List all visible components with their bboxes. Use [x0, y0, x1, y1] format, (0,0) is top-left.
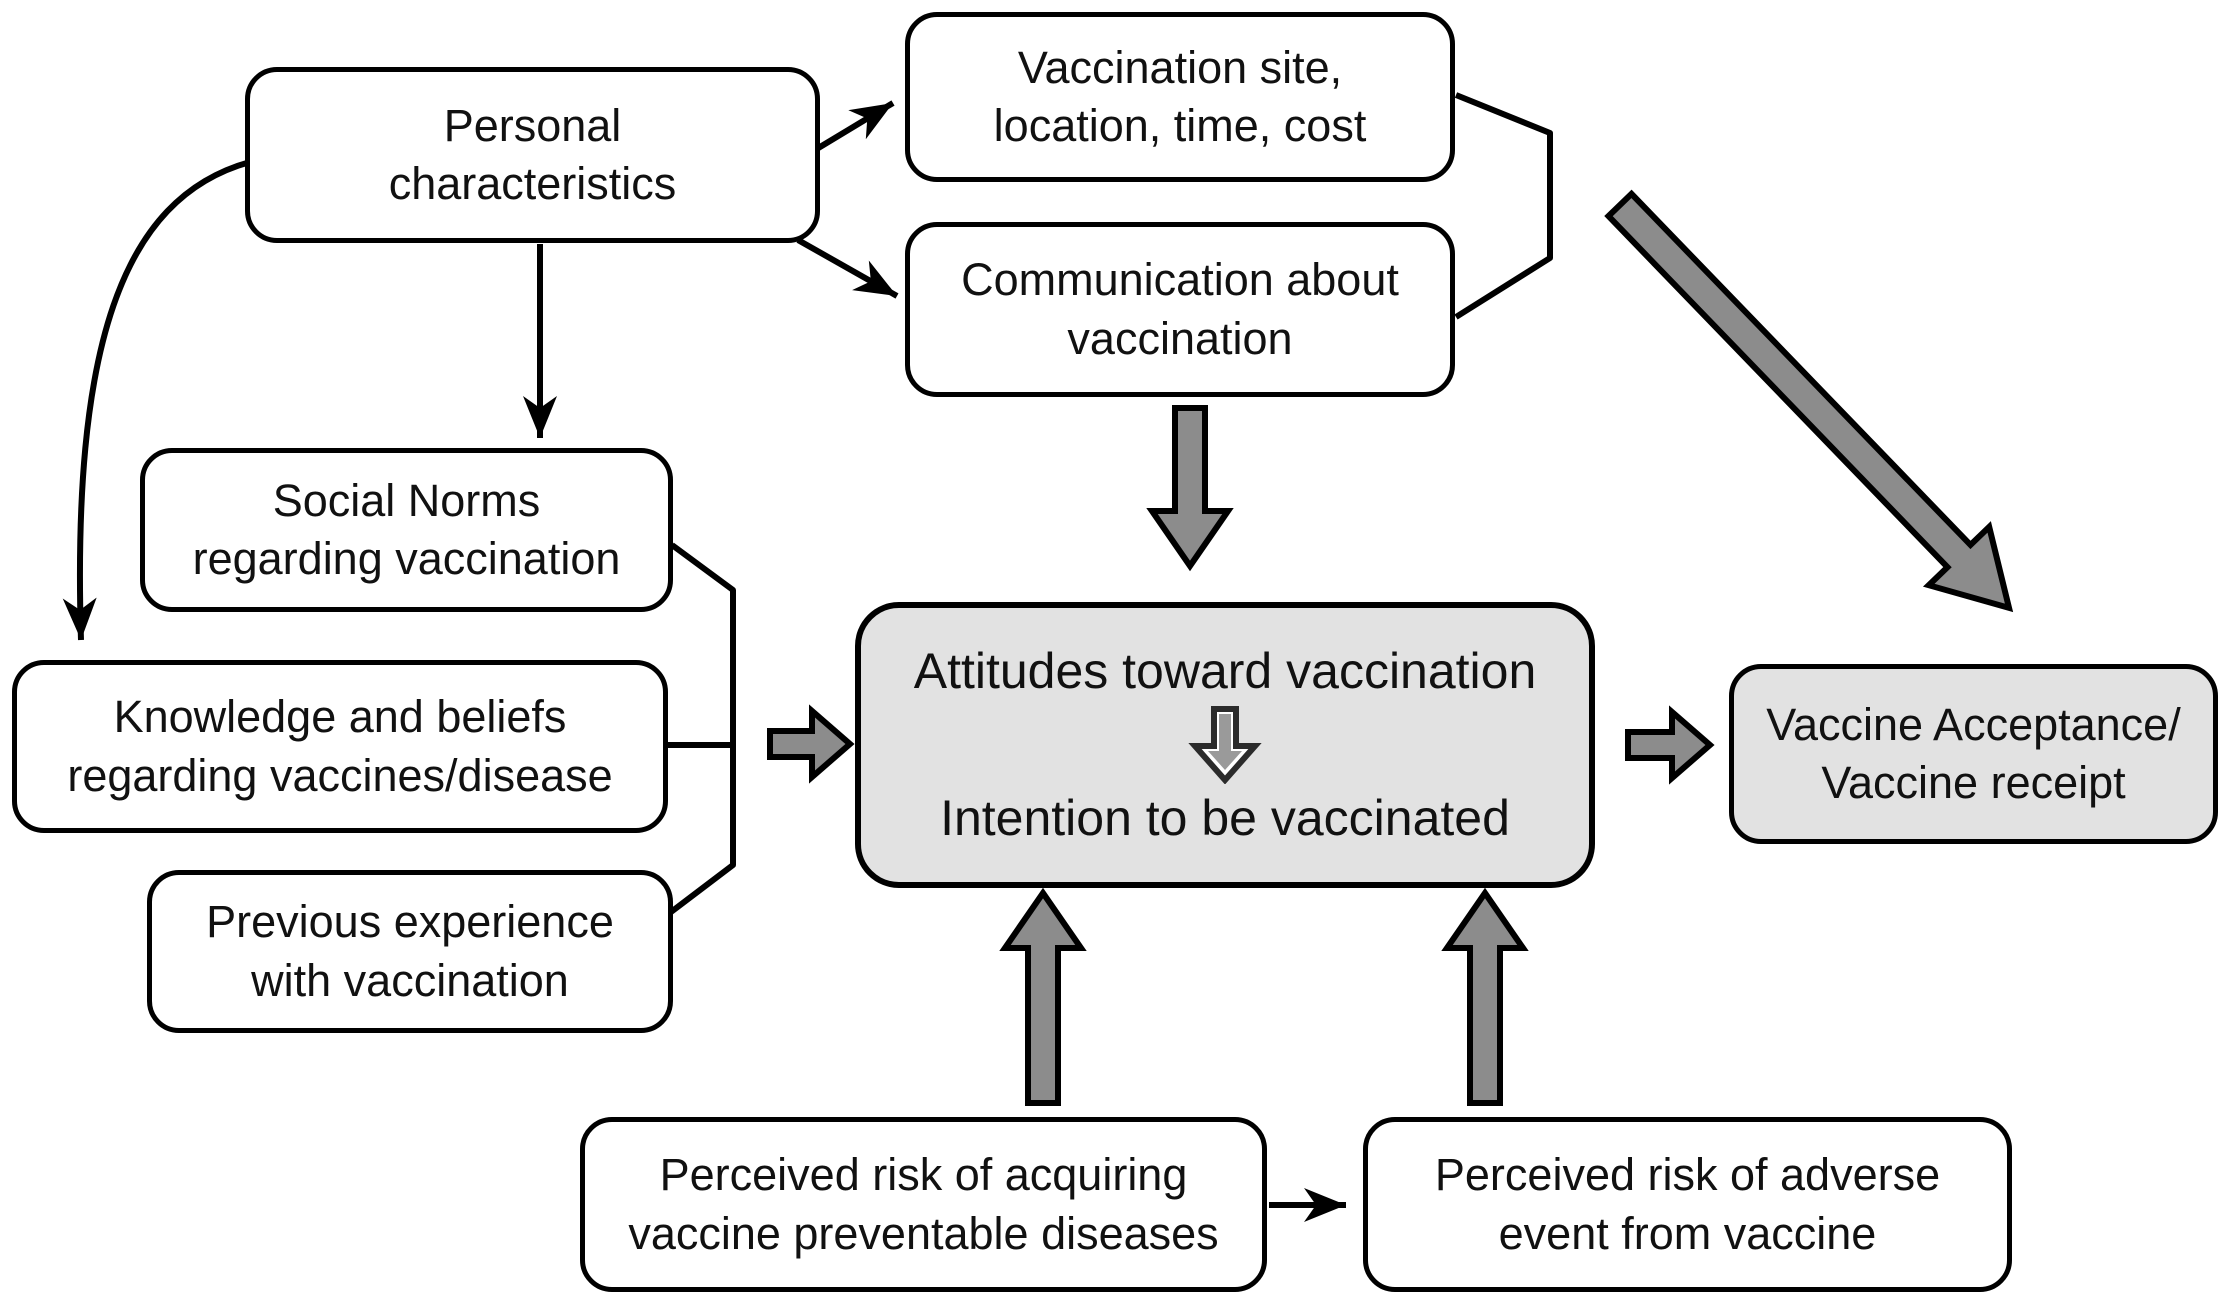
node-vaccine-acceptance: Vaccine Acceptance/ Vaccine receipt	[1729, 664, 2218, 844]
arrow-personal-to-knowledge-curved	[62, 159, 251, 641]
down-arrow-icon	[1188, 706, 1262, 784]
arrow-personal-to-communication	[796, 237, 899, 299]
node-vaccination-site: Vaccination site, location, time, cost	[905, 12, 1455, 182]
bracket-right-group	[1454, 92, 1553, 320]
node-previous-experience: Previous experience with vaccination	[147, 870, 673, 1033]
node-risk-acquiring: Perceived risk of acquiring vaccine prev…	[580, 1117, 1267, 1292]
node-risk-adverse: Perceived risk of adverse event from vac…	[1363, 1117, 2012, 1292]
node-personal-characteristics: Personal characteristics	[245, 67, 820, 243]
arrow-communication-to-attitudes	[1146, 405, 1234, 572]
arrow-sitecomm-to-acceptance-diagonal	[1604, 189, 2014, 613]
node-knowledge-beliefs: Knowledge and beliefs regarding vaccines…	[12, 660, 668, 833]
arrow-leftgroup-to-attitudes	[767, 704, 855, 784]
arrow-risk-adverse-to-attitudes	[1441, 887, 1529, 1106]
node-social-norms: Social Norms regarding vaccination	[140, 448, 673, 612]
arrow-personal-to-site	[813, 100, 895, 153]
arrow-attitudes-to-acceptance	[1625, 705, 1715, 785]
attitudes-label: Attitudes toward vaccination	[913, 643, 1537, 699]
node-attitudes-intention: Attitudes toward vaccination Intention t…	[855, 602, 1595, 888]
node-communication: Communication about vaccination	[905, 222, 1455, 397]
arrow-risk-acquiring-to-attitudes	[999, 887, 1087, 1106]
intention-label: Intention to be vaccinated	[940, 790, 1510, 846]
bracket-left-group	[669, 542, 736, 915]
